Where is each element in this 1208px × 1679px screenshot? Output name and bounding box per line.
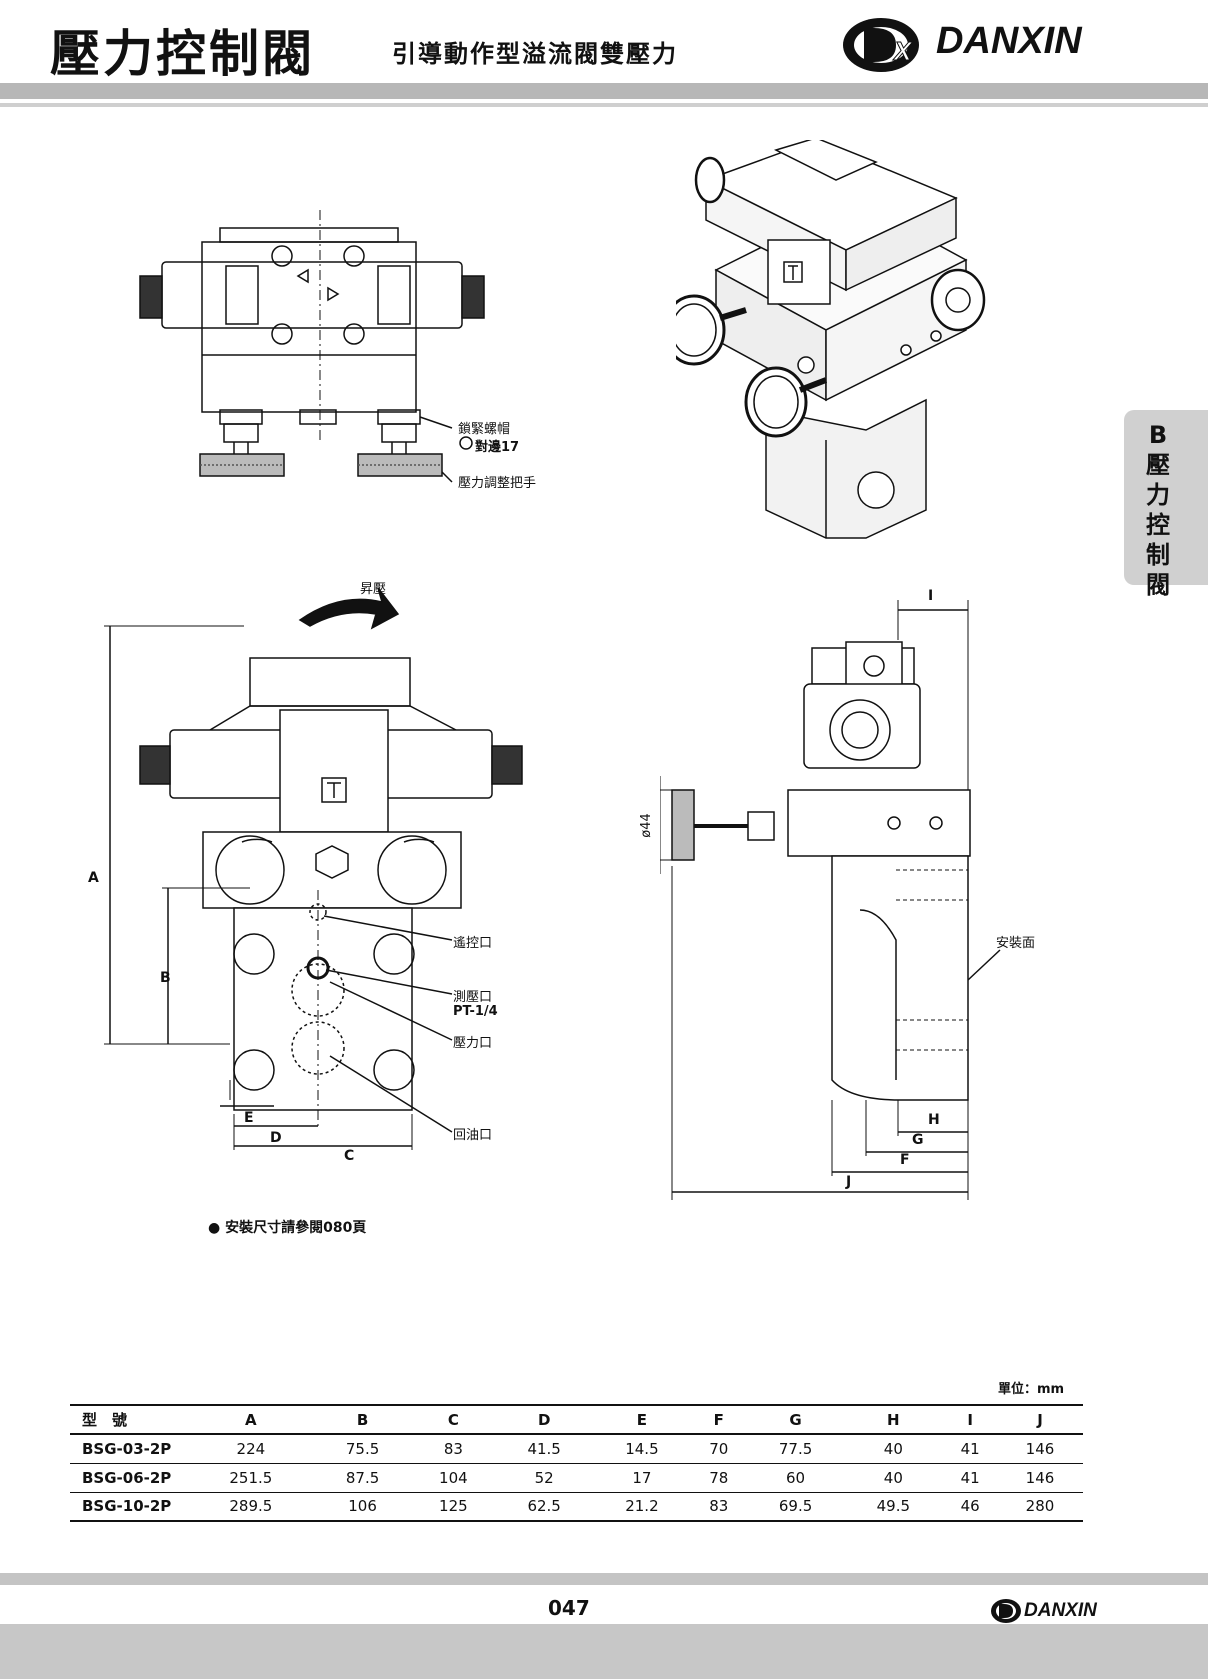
svg-text:X: X xyxy=(892,36,913,66)
table-cell: 280 xyxy=(1025,1497,1055,1516)
table-cell: 62.5 xyxy=(527,1497,561,1516)
table-cell: 21.2 xyxy=(625,1497,659,1516)
table-cell: BSG-10-2P xyxy=(82,1497,172,1516)
table-cell: BSG-03-2P xyxy=(82,1439,172,1458)
page-subtitle: 引導動作型溢流閥雙壓力 xyxy=(392,40,678,68)
table-header: E xyxy=(636,1410,648,1429)
table-header: 型 號 xyxy=(82,1411,128,1429)
table-header: D xyxy=(537,1410,551,1429)
table-cell: 146 xyxy=(1025,1439,1055,1458)
lock-nut-label: 鎖緊螺帽 xyxy=(458,422,511,437)
install-note: ● 安裝尺寸請參閱080頁 xyxy=(208,1220,367,1236)
table-cell: 40 xyxy=(883,1468,903,1487)
table-row: BSG-10-2P 289.5 106 125 62.5 21.2 83 69.… xyxy=(70,1492,1082,1521)
top-view-drawing: 鎖緊螺帽 對邊17 壓力調整把手 xyxy=(130,210,570,520)
table-cell: 60 xyxy=(786,1468,806,1487)
table-cell: 52 xyxy=(534,1468,554,1487)
front-view-drawing: 昇壓 遙控口 測壓口 PT-1/4 壓力口 回油口 A B E D C xyxy=(60,570,580,1170)
dim-f-label: F xyxy=(900,1152,910,1168)
section-tab-label: B 壓 力 控 制 閥 xyxy=(1146,421,1170,599)
table-row: BSG-03-2P 224 75.5 83 41.5 14.5 70 77.5 … xyxy=(70,1434,1082,1463)
table-cell: 41 xyxy=(960,1468,980,1487)
table-cell: 41.5 xyxy=(527,1439,561,1458)
table-cell: 146 xyxy=(1025,1468,1055,1487)
adjust-handle-label: 壓力調整把手 xyxy=(458,476,537,491)
table-cell: 104 xyxy=(439,1468,468,1487)
dim-c-label: C xyxy=(344,1148,355,1164)
table-header-row: 型 號 A B C D E F G H I J xyxy=(70,1405,1082,1434)
table-cell: 83 xyxy=(709,1497,729,1516)
table-cell: 87.5 xyxy=(345,1468,380,1487)
brand-logo: X DANXIN xyxy=(836,14,1116,74)
table-cell: 14.5 xyxy=(625,1439,659,1458)
dim-d-label: D xyxy=(270,1130,282,1146)
header-rule xyxy=(0,103,1208,107)
return-port-label: 回油口 xyxy=(453,1128,493,1143)
dim-g-label: G xyxy=(912,1132,924,1148)
gauge-port-label: 測壓口 xyxy=(453,990,493,1005)
brand-name: DANXIN xyxy=(936,20,1082,62)
table-cell: 289.5 xyxy=(229,1497,273,1516)
table-header: B xyxy=(356,1410,369,1429)
table-cell: 251.5 xyxy=(229,1468,273,1487)
header-band xyxy=(0,83,1208,99)
side-view-drawing: I ø44 安裝面 H G F J xyxy=(639,580,1060,1200)
table-header: F xyxy=(713,1410,724,1429)
table-row: BSG-06-2P 251.5 87.5 104 52 17 78 60 40 … xyxy=(70,1463,1082,1492)
table-header: C xyxy=(447,1410,459,1429)
table-header: J xyxy=(1037,1410,1043,1429)
dim-h-label: H xyxy=(928,1112,940,1128)
section-tab[interactable]: B 壓 力 控 制 閥 xyxy=(1124,410,1208,599)
dim-b-label: B xyxy=(160,970,171,986)
table-cell: BSG-06-2P xyxy=(82,1468,172,1487)
table-cell: 17 xyxy=(632,1468,652,1487)
page-header: 壓力控制閥 引導動作型溢流閥雙壓力 X DANXIN xyxy=(0,0,1208,110)
footer-rule xyxy=(0,1573,1208,1585)
table-cell: 125 xyxy=(439,1497,468,1516)
table-cell: 77.5 xyxy=(778,1439,813,1458)
pressure-port-label: 壓力口 xyxy=(453,1036,493,1051)
gauge-thread-label: PT-1/4 xyxy=(453,1004,498,1019)
table-cell: 224 xyxy=(236,1439,266,1458)
footer-band xyxy=(0,1624,1208,1679)
diameter-label: ø44 xyxy=(638,813,654,838)
table-cell: 49.5 xyxy=(876,1497,911,1516)
table-cell: 69.5 xyxy=(778,1497,813,1516)
table-header: H xyxy=(887,1410,900,1429)
across-flats-label: 對邊17 xyxy=(475,440,520,455)
dim-j-label: J xyxy=(846,1174,852,1190)
table-cell: 83 xyxy=(443,1439,463,1458)
dim-e-label: E xyxy=(244,1110,254,1126)
table-cell: 78 xyxy=(709,1468,729,1487)
table-header: I xyxy=(967,1410,973,1429)
danxin-logo-icon xyxy=(991,1599,1021,1623)
table-cell: 75.5 xyxy=(345,1439,380,1458)
footer-brand: DANXIN xyxy=(1024,1600,1097,1621)
page-number: 047 xyxy=(548,1596,590,1620)
dim-i-label: I xyxy=(928,588,934,604)
unit-label: 單位：mm xyxy=(998,1382,1065,1397)
table-cell: 41 xyxy=(960,1439,980,1458)
table-cell: 70 xyxy=(709,1439,729,1458)
danxin-logo-icon: X xyxy=(843,18,919,72)
table-cell: 40 xyxy=(883,1439,903,1458)
table-cell: 106 xyxy=(348,1497,377,1516)
footer-logo: DANXIN xyxy=(990,1596,1116,1626)
table-header: G xyxy=(789,1410,802,1429)
mounting-face-label: 安裝面 xyxy=(996,936,1036,951)
spec-table: 型 號 A B C D E F G H I J BSG-03-2P 224 75… xyxy=(70,1404,1082,1522)
raise-pressure-label: 昇壓 xyxy=(360,582,387,597)
table-cell: 46 xyxy=(960,1497,980,1516)
isometric-view-drawing xyxy=(662,137,1036,540)
remote-port-label: 遙控口 xyxy=(453,936,493,951)
table-header: A xyxy=(245,1410,257,1429)
page-title: 壓力控制閥 xyxy=(50,24,315,83)
dim-a-label: A xyxy=(88,870,99,886)
